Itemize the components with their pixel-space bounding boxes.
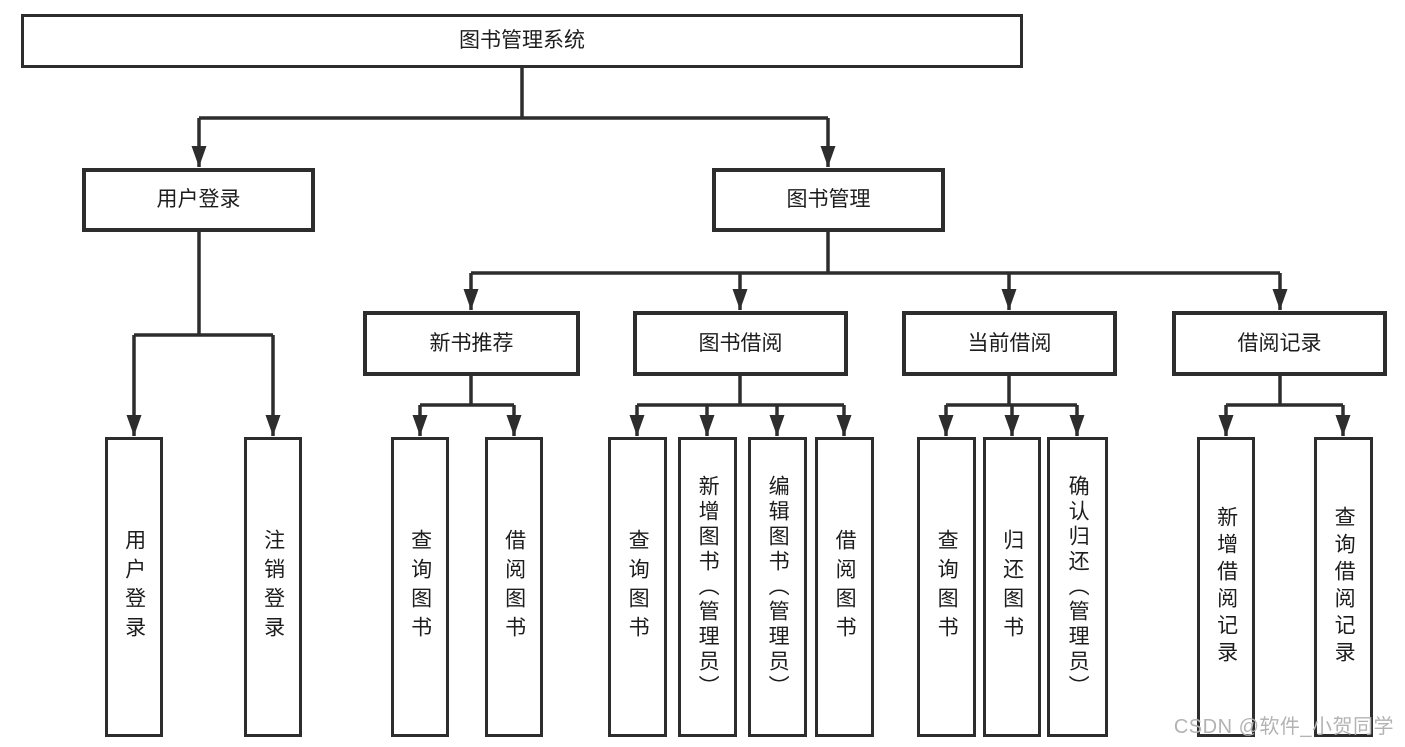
- leaf-borrow-books: 借阅图书: [815, 437, 874, 737]
- connector-borrow-record-children: [1218, 376, 1351, 436]
- connector-new-book-children: [412, 376, 522, 436]
- leaf-add-borrow-record-label: 新增借阅记录: [1214, 506, 1238, 668]
- leaf-user-login: 用户登录: [105, 437, 163, 737]
- node-current-borrow-label: 当前借阅: [967, 331, 1052, 355]
- node-book-management-label: 图书管理: [786, 188, 871, 212]
- node-borrow-records: 借阅记录: [1172, 311, 1387, 376]
- node-current-borrow: 当前借阅: [902, 311, 1117, 376]
- leaf-add-borrow-record: 新增借阅记录: [1197, 437, 1255, 737]
- node-user-login: 用户登录: [82, 168, 315, 232]
- leaf-query-books-current: 查询图书: [917, 437, 976, 737]
- connector-current-borrow-children: [938, 376, 1085, 436]
- leaf-query-books-borrow-label: 查询图书: [626, 529, 650, 645]
- leaf-query-books-current-label: 查询图书: [935, 529, 959, 645]
- leaf-add-books-admin-label: 新增图书（管理员）: [696, 474, 720, 700]
- connector-root-to-level2: [191, 68, 836, 167]
- csdn-watermark: CSDN @软件_小贺同学: [1173, 716, 1394, 738]
- node-new-book-recommend-label: 新书推荐: [429, 331, 514, 355]
- node-book-borrow: 图书借阅: [633, 311, 848, 376]
- leaf-user-login-label: 用户登录: [122, 529, 146, 645]
- connector-book-management-children: [463, 232, 1288, 310]
- node-book-management: 图书管理: [712, 168, 945, 232]
- leaf-logout-label: 注销登录: [261, 529, 285, 645]
- leaf-edit-books-admin: 编辑图书（管理员）: [748, 437, 807, 737]
- leaf-borrow-books-recommend-label: 借阅图书: [502, 529, 526, 645]
- leaf-query-books-recommend-label: 查询图书: [408, 529, 432, 645]
- leaf-query-borrow-record: 查询借阅记录: [1314, 437, 1373, 737]
- leaf-query-books-recommend: 查询图书: [391, 437, 449, 737]
- connector-book-borrow-children: [629, 376, 852, 436]
- leaf-borrow-books-label: 借阅图书: [833, 529, 857, 645]
- leaf-return-books-label: 归还图书: [1000, 529, 1024, 645]
- node-new-book-recommend: 新书推荐: [363, 311, 580, 376]
- node-user-login-label: 用户登录: [156, 188, 241, 212]
- leaf-add-books-admin: 新增图书（管理员）: [678, 437, 737, 737]
- leaf-confirm-return-admin: 确认归还（管理员）: [1047, 437, 1108, 737]
- leaf-edit-books-admin-label: 编辑图书（管理员）: [766, 474, 790, 700]
- node-root-system: 图书管理系统: [21, 14, 1023, 68]
- leaf-return-books: 归还图书: [983, 437, 1041, 737]
- node-borrow-records-label: 借阅记录: [1237, 331, 1322, 355]
- leaf-confirm-return-admin-label: 确认归还（管理员）: [1066, 474, 1090, 700]
- leaf-logout: 注销登录: [244, 437, 302, 737]
- leaf-borrow-books-recommend: 借阅图书: [485, 437, 543, 737]
- node-book-borrow-label: 图书借阅: [698, 331, 783, 355]
- leaf-query-borrow-record-label: 查询借阅记录: [1332, 506, 1356, 668]
- node-root-label: 图书管理系统: [459, 29, 585, 53]
- connector-user-login-children: [126, 232, 281, 436]
- leaf-query-books-borrow: 查询图书: [608, 437, 667, 737]
